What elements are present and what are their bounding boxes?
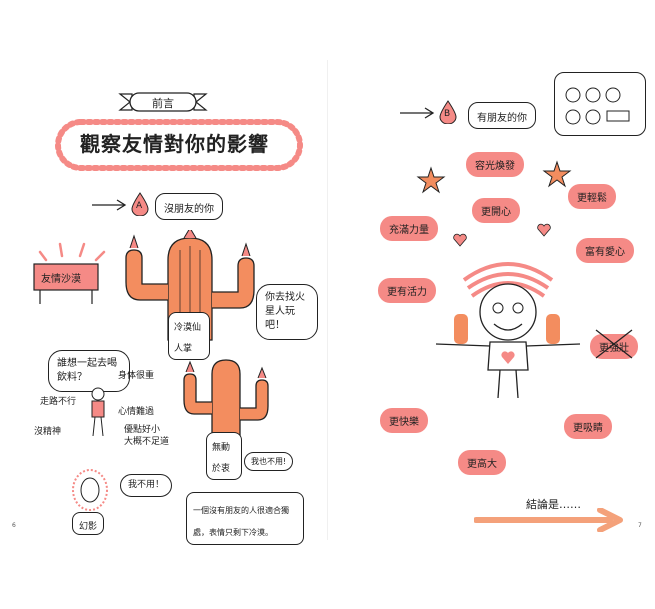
page-title: 觀察友情對你的影響 [80,132,269,156]
star-icon [542,160,572,188]
question-speech-text: 誰想一起去喝飲料？ [57,358,117,383]
long-arrow-right-icon [474,508,623,532]
girl-speech-text: 我不用！ [128,480,165,490]
right-page: B 有朋友的你 容光煥發 更開心 更輕鬆 充滿力量 富有愛心 更有活力 更強壯 [328,60,655,540]
spine-divider [327,60,328,540]
letter-a: A [136,201,143,211]
conclusion-label: 結論是…… [526,498,581,511]
letter-drop-b: B [438,100,458,125]
pill-power: 充滿力量 [380,216,438,241]
girl-portrait-icon [72,469,108,511]
cross-out-icon [595,329,633,359]
left-page: 前言 觀察友情對你的影響 A 沒朋友的你 友情沙漠 你去 [0,60,327,546]
stick-figure-icon [91,387,105,437]
preface-ribbon: 前言 [118,90,208,114]
girl-tag-text: 幻影 [79,522,98,532]
pill-joyful: 更快樂 [380,408,428,433]
bead-frame-icon [55,119,303,171]
cactus-tag: 冷漠仙人掌 [168,312,210,360]
note-2: 走路不行 [40,397,77,407]
happy-person-icon [435,262,581,399]
desert-sign-label: 友情沙漠 [41,274,81,285]
drop-icon [439,100,457,125]
small-cactus-tag-text: 無動於衷 [212,443,231,474]
pill-attractive: 更吸睛 [564,414,612,439]
small-cactus-speech-bubble: 我也不用! [244,452,294,472]
letter-b: B [444,109,451,119]
caption-box: 一個沒有朋友的人很適合獨處，表情只剩下冷漠。 [186,492,304,546]
friends-frame [554,72,646,136]
pill-relaxed: 更輕鬆 [568,184,616,209]
caption-text: 一個沒有朋友的人很適合獨處，表情只剩下冷漠。 [193,506,289,537]
pill-vital: 更有活力 [378,278,436,303]
desert-sign: 友情沙漠 [32,262,100,304]
girl-tag: 幻影 [72,512,105,535]
small-cactus-tag: 無動於衷 [206,432,242,480]
star-icon [416,166,446,194]
signpost-icon [33,263,99,304]
pill-taller: 更高大 [458,450,506,475]
preface-label: 前言 [152,97,174,110]
pill-strong: 更強壯 [590,334,638,359]
page-number-left: 6 [12,522,16,529]
pill-loving: 富有愛心 [576,238,634,263]
pill-happier: 更開心 [472,198,520,223]
pill-strong-crossed: 更強壯 [590,329,638,359]
heart-icon [537,223,551,237]
section-a-label: 沒朋友的你 [164,204,214,215]
emphasis-lines-icon [38,242,106,262]
note-5: 優點好小 [124,425,161,435]
note-6: 大概不足道 [124,437,170,447]
section-a-label-box: 沒朋友的你 [155,193,223,220]
question-speech-bubble: 誰想一起去喝飲料？ [48,350,130,392]
note-1: 身体很重 [118,371,155,381]
cactus-speech-bubble: 你去找火星人玩吧！ [256,284,318,340]
section-b-label-box: 有朋友的你 [468,102,536,129]
small-cactus-icon [183,359,269,449]
cactus-tag-text: 冷漠仙人掌 [174,323,202,354]
pill-glow: 容光煥發 [466,152,524,177]
small-cactus-speech-text: 我也不用! [251,457,287,466]
arrow-right-icon [400,107,435,119]
note-3: 心情難過 [118,407,155,417]
heart-icon [453,233,467,247]
friends-doodle-icon [565,87,630,125]
ribbon-icon [118,92,208,112]
drop-icon [131,192,149,217]
girl-speech-bubble: 我不用！ [120,474,173,497]
section-b-label: 有朋友的你 [477,113,527,124]
arrow-right-icon [92,199,127,211]
page-number-right: 7 [638,522,642,529]
title-frame: 觀察友情對你的影響 [50,116,308,174]
letter-drop-a: A [130,192,150,217]
cactus-speech-text: 你去找火星人玩吧！ [265,292,305,331]
note-4: 沒精神 [34,427,62,437]
